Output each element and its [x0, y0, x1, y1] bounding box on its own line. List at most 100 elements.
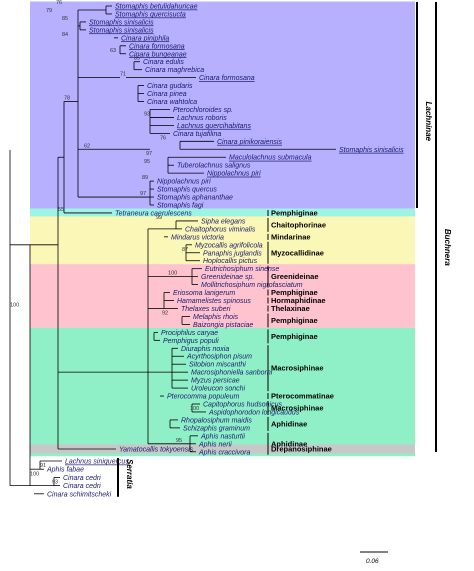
bootstrap-value: 95 [144, 159, 150, 165]
bootstrap-value: 76 [160, 135, 166, 141]
taxon-label: Nippolachnus piri [157, 179, 211, 186]
taxon-label: Eutrichosiphum sinense [205, 266, 279, 273]
lachninae-band [30, 1, 415, 210]
bootstrap-value: 100 [168, 271, 177, 277]
taxon-label: Pterochloroides sp. [173, 107, 233, 114]
group-label: Pemphiginae [271, 288, 318, 297]
tetraneura-band [30, 208, 415, 218]
bootstrap-value: 100 [30, 471, 39, 477]
taxon-label: Aphis craccivora [198, 449, 250, 456]
taxon-label: Cinara edulis [143, 59, 184, 66]
bootstrap-value: 63 [110, 48, 116, 54]
bootstrap-value: 62 [84, 143, 90, 149]
bootstrap-value: 79 [46, 8, 52, 14]
taxon-label: Greenideinae sp. [201, 274, 254, 281]
taxon-label: Lachnus roboris [177, 115, 227, 122]
taxon-label: Acyrthosiphon pisum [186, 354, 252, 361]
bootstrap-value: 99 [156, 215, 162, 221]
pink-band [30, 264, 415, 329]
group-label: Pemphiginae [271, 316, 318, 325]
taxon-label: Cinara tujafilina [173, 131, 221, 138]
taxon-label: Stomaphis quercus [157, 187, 217, 194]
taxon-label: Stomaphis betulidahuricae [115, 4, 198, 11]
taxon-label: Mollitrichosiphum nigrofasciatum [201, 282, 303, 289]
taxon-label: Eriosoma lanigerum [173, 290, 235, 297]
taxon-label: Macrosiphoniella sanborni [191, 370, 273, 377]
bootstrap-value: 71 [120, 72, 126, 78]
bootstrap-value: 78 [64, 96, 70, 102]
taxon-label: Lachnus quercihabitans [177, 123, 251, 130]
buchnera-label: Buchnera [443, 229, 452, 266]
taxon-label: Aphis nerii [198, 441, 232, 448]
taxon-label: Mindarus victoria [171, 234, 224, 241]
taxon-label: Aphis fabae [46, 467, 84, 474]
group-label: Aphidinae [271, 439, 307, 448]
taxon-label: Pemphigus populi [163, 338, 219, 345]
taxon-label: Cinara piniphila [121, 35, 169, 42]
taxon-label: Cinara formosana [199, 75, 255, 82]
group-label: Chaitophorinae [271, 220, 326, 229]
taxon-label: Cinara pinikoraiensis [217, 139, 282, 146]
taxon-label: Hamamelistes spinosus [177, 298, 251, 305]
taxon-label: Tuberolachnus salignus [177, 163, 251, 170]
taxon-label: Cinara schimitscheki [47, 491, 112, 498]
group-label: Greenideinae [271, 272, 319, 281]
taxon-label: Uroleucon sonchi [191, 386, 246, 393]
taxon-label: Yamatocallis tokyoensis [119, 447, 194, 454]
group-label: Macrosiphinae [271, 364, 324, 373]
group-label: Drepanosiphinae [271, 445, 332, 454]
bootstrap-value: 87 [182, 247, 188, 253]
group-label: Myzocallidinae [271, 248, 324, 257]
lachninae-label: Lachninae [424, 102, 433, 142]
taxon-label: Schizaphis graminum [183, 425, 250, 432]
taxon-label: Chaitophorus viminalis [185, 226, 256, 233]
taxon-label: Prociphilus caryae [161, 330, 218, 337]
taxon-label: Pterocomma populeum [167, 394, 240, 401]
bootstrap-value: 92 [162, 310, 168, 316]
group-label: Macrosiphinae [271, 403, 324, 412]
yellow-band [30, 216, 415, 266]
taxon-label: Stomaphis sinisalicis [89, 27, 154, 34]
group-label: Thelaxinae [271, 304, 310, 313]
bootstrap-value: 85 [134, 56, 140, 62]
taxon-label: Melaphis rhois [193, 314, 239, 321]
taxon-label: Tetraneura caerulescens [115, 210, 192, 217]
taxon-label: Cinara maghrebica [145, 67, 204, 74]
taxon-label: Hoplocallis pictus [203, 258, 258, 265]
taxon-label: Stomaphis sinisalicis [339, 147, 404, 154]
taxon-label: Baizongia pistaciae [193, 322, 253, 329]
bootstrap-value: 91 [40, 463, 46, 469]
taxon-label: Maculolachnus submacula [229, 155, 312, 162]
taxon-label: Cinara gudaris [147, 83, 193, 90]
bootstrap-value: 55 [58, 207, 64, 213]
taxon-label: Lachnus siniquercus [65, 459, 129, 466]
group-label: Aphidinae [271, 419, 307, 428]
taxon-label: Cinara cedri [63, 483, 101, 490]
taxon-label: Panaphis juglandis [203, 250, 262, 257]
group-label: Mindarinae [271, 232, 311, 241]
bootstrap-value: 100 [10, 302, 19, 308]
taxon-label: Stomaphis sinisalicis [89, 19, 154, 26]
taxon-label: Aphis nasturtii [200, 433, 245, 440]
taxon-label: Cinara cedri [63, 475, 101, 482]
green-band [30, 327, 415, 457]
taxon-label: Diuraphis noxia [181, 346, 229, 353]
group-label: Pemphiginae [271, 332, 318, 341]
bootstrap-value: 89 [142, 175, 148, 181]
taxon-label: Stomaphis quercisucta [115, 11, 186, 18]
taxon-label: Sipha elegans [201, 218, 246, 225]
bootstrap-value: 95 [176, 438, 182, 444]
taxon-label: Cinara bungeanae [129, 51, 187, 58]
taxon-label: Rhopalosiphum maidis [181, 417, 252, 424]
taxon-label: Cinara pinea [147, 91, 187, 98]
taxon-label: Sitobion miscanthi [189, 362, 246, 369]
taxon-label: Cinara formosana [129, 43, 185, 50]
taxon-label: Thelaxes suberi [181, 306, 231, 313]
taxon-label: Myzocallis agrifolicola [195, 242, 263, 249]
serratia-label: Serratia [125, 459, 134, 489]
group-label: Hormaphidinae [271, 296, 326, 305]
taxon-label: Cinara wahtolca [147, 99, 197, 106]
bootstrap-value: 93 [52, 480, 58, 486]
taxon-label: Myzus persicae [191, 378, 240, 385]
